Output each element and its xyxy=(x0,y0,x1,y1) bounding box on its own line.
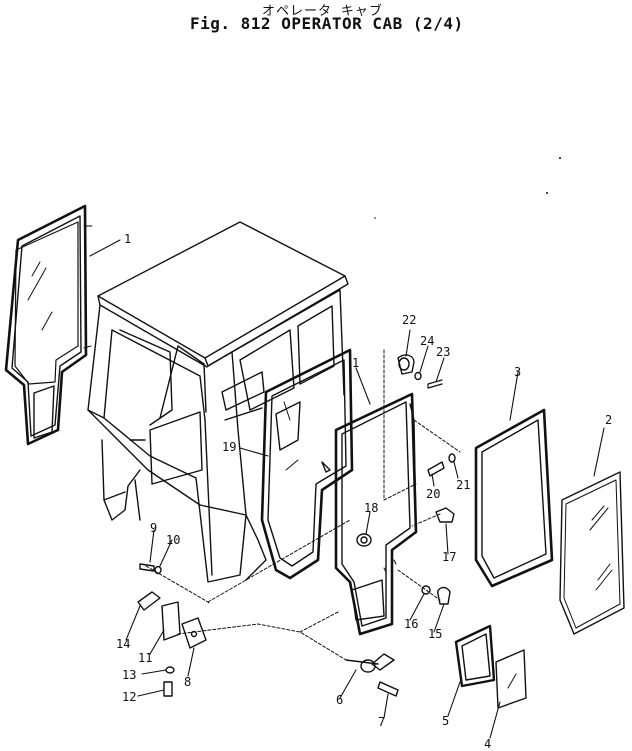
small-window-5 xyxy=(454,624,496,688)
callout-13: 13 xyxy=(122,668,137,682)
callout-16: 16 xyxy=(404,617,419,631)
right-door-19 xyxy=(260,348,354,580)
callout-15: 15 xyxy=(428,627,443,641)
callout-4: 4 xyxy=(484,737,492,751)
callout-22: 22 xyxy=(402,313,417,327)
bracket-11 xyxy=(161,601,181,641)
latch-6-bolt-7 xyxy=(345,653,399,697)
window-glass-2 xyxy=(559,471,625,635)
bolt-9-washer-10 xyxy=(139,563,162,575)
washer-13-bolt-12 xyxy=(163,666,175,697)
callout-9: 9 xyxy=(150,521,158,535)
window-glass-3 xyxy=(474,408,554,588)
door-frame-right xyxy=(334,392,418,636)
callout-8: 8 xyxy=(184,675,192,689)
callout-1-door-frame: 1 xyxy=(352,356,360,370)
scan-specks xyxy=(374,157,561,219)
callout-14: 14 xyxy=(116,637,131,651)
callout-17: 17 xyxy=(442,550,457,564)
leader-lines xyxy=(89,239,605,739)
callout-21: 21 xyxy=(456,478,471,492)
left-door-assembly xyxy=(4,204,93,446)
figure-title-block: オペレータ キャブ Fig. 812 OPERATOR CAB (2/4) xyxy=(0,0,632,40)
callout-2: 2 xyxy=(605,413,613,427)
callout-3: 3 xyxy=(514,365,522,379)
assembly-reference-lines xyxy=(145,349,461,661)
callout-6: 6 xyxy=(336,693,344,707)
callout-5: 5 xyxy=(442,714,450,728)
latch-22-24-23 xyxy=(397,354,443,389)
cab-body xyxy=(87,221,349,583)
callout-10: 10 xyxy=(166,533,181,547)
callout-18: 18 xyxy=(364,501,379,515)
handle-14 xyxy=(137,591,161,611)
callout-20: 20 xyxy=(426,487,441,501)
bolt-20-washer-21 xyxy=(427,453,456,477)
small-glass-4 xyxy=(495,649,527,709)
callout-19: 19 xyxy=(222,440,237,454)
callout-23: 23 xyxy=(436,345,451,359)
callout-7: 7 xyxy=(378,715,386,729)
cap-18 xyxy=(356,533,372,547)
nut-16-stopper-15 xyxy=(421,585,451,605)
figure-subtitle-japanese: オペレータ キャブ xyxy=(262,4,383,19)
catch-17 xyxy=(435,507,455,523)
callout-1-left-door: 1 xyxy=(124,232,132,246)
callout-24: 24 xyxy=(420,334,435,348)
callout-11: 11 xyxy=(138,651,153,665)
figure-title: Fig. 812 OPERATOR CAB (2/4) xyxy=(190,14,464,33)
callout-12: 12 xyxy=(122,690,137,704)
